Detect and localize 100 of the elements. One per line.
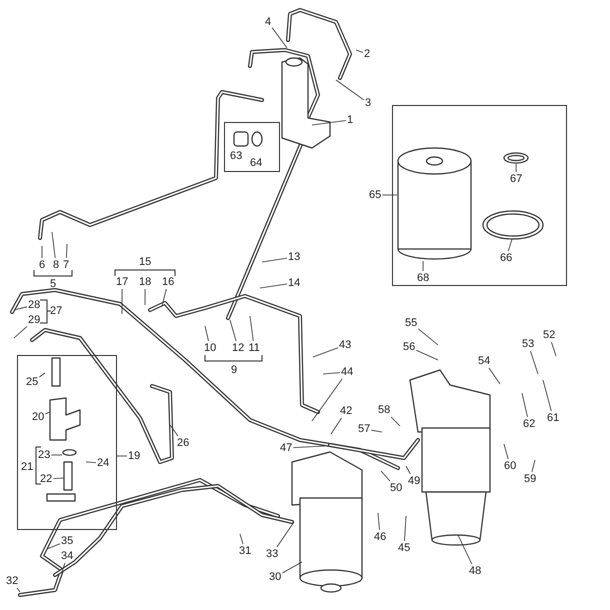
callout-number: 49 <box>408 475 420 487</box>
callout-number: 34 <box>61 550 74 562</box>
leader-line <box>272 27 288 48</box>
leader-line <box>276 522 294 548</box>
leader-line <box>144 288 146 306</box>
leader-line <box>170 424 178 436</box>
leader-line <box>418 328 438 346</box>
leader-line <box>52 478 64 479</box>
callout-number: 53 <box>522 338 534 350</box>
leader-line <box>52 232 56 258</box>
callout-number: 32 <box>6 575 18 587</box>
leader-line <box>378 512 380 530</box>
callout-number: 26 <box>177 437 190 449</box>
leader-line <box>62 562 66 572</box>
leader-line <box>44 412 50 414</box>
leader-line <box>542 380 552 412</box>
callout-number: 19 <box>128 450 140 462</box>
leader-line <box>322 372 340 374</box>
leader-line <box>406 466 411 474</box>
callout-number: 33 <box>266 548 278 560</box>
leader-line <box>330 418 342 434</box>
callout-number: 4 <box>265 16 272 28</box>
callout-number: 46 <box>374 531 386 543</box>
callout-number: 14 <box>288 277 300 289</box>
leader-line <box>516 164 517 172</box>
callout-number: 50 <box>390 482 402 494</box>
leader-line <box>38 372 46 378</box>
callout-number: 35 <box>61 535 74 547</box>
callout-number: 57 <box>358 423 370 435</box>
leader-line <box>504 444 509 460</box>
callout-number: 63 <box>230 150 242 162</box>
leader-line <box>532 460 536 472</box>
leader-line <box>404 516 406 542</box>
callout-number: 27 <box>50 305 62 317</box>
leader-line <box>86 462 96 463</box>
callout-number: 21 <box>21 461 34 473</box>
callout-number: 42 <box>340 405 352 417</box>
leader-line <box>162 288 167 306</box>
callout-number: 18 <box>139 276 152 288</box>
inset-panel <box>392 105 567 286</box>
callout-number: 64 <box>250 157 262 169</box>
filter-element-drawing <box>397 147 472 261</box>
callout-number: 28 <box>28 299 40 311</box>
leader-line <box>422 260 424 272</box>
leader-line <box>312 120 346 126</box>
leader-line <box>50 454 62 456</box>
leader-line <box>336 80 364 100</box>
callout-number: 5 <box>50 278 56 290</box>
leader-line <box>370 430 382 432</box>
leader-line <box>292 446 326 448</box>
callout-number: 62 <box>523 418 536 430</box>
leader-line <box>312 347 338 358</box>
callout-number: 48 <box>469 565 482 577</box>
leader-line <box>260 284 288 288</box>
inset-panel <box>17 355 117 530</box>
callout-number: 11 <box>248 342 260 354</box>
callout-number: 8 <box>53 259 60 271</box>
leader-line <box>312 378 342 422</box>
callout-number: 52 <box>543 329 556 341</box>
leader-line <box>204 326 209 342</box>
leader-line <box>66 244 68 258</box>
leader-line <box>390 416 400 426</box>
leader-line <box>488 368 500 384</box>
callout-number: 31 <box>239 545 252 557</box>
callout-number: 44 <box>341 366 354 378</box>
callout-number: 58 <box>378 404 390 416</box>
callout-number: 22 <box>40 473 52 485</box>
callout-number: 17 <box>116 276 128 288</box>
callout-number: 67 <box>510 173 522 185</box>
leader-line <box>380 470 390 482</box>
leader-line <box>356 50 364 53</box>
leader-line <box>551 342 556 356</box>
callout-number: 66 <box>500 252 512 264</box>
callout-number: 13 <box>288 251 300 263</box>
callout-number: 47 <box>280 442 292 454</box>
leader-line <box>240 534 244 544</box>
leader-line <box>46 543 60 550</box>
callout-number: 30 <box>269 571 282 583</box>
callout-number: 15 <box>139 256 152 268</box>
callout-number: 1 <box>347 114 354 126</box>
callout-number: 54 <box>478 355 490 367</box>
leader-line <box>14 306 28 310</box>
leader-line <box>262 258 288 262</box>
callout-number: 56 <box>403 341 416 353</box>
callout-number: 23 <box>38 449 50 461</box>
callout-number: 45 <box>398 542 410 554</box>
o-ring-drawing <box>503 152 529 164</box>
callout-number: 60 <box>504 460 516 472</box>
inset-panel <box>224 122 280 172</box>
callout-number: 6 <box>39 259 46 271</box>
leader-line <box>230 320 236 342</box>
callout-number: 16 <box>162 276 174 288</box>
callout-number: 12 <box>232 342 244 354</box>
callout-number: 7 <box>63 259 70 271</box>
leader-line <box>458 534 472 564</box>
leader-line <box>508 238 512 252</box>
leader-line <box>530 350 538 374</box>
leader-line <box>522 392 528 418</box>
leader-line <box>250 316 254 342</box>
callout-number: 10 <box>204 342 216 354</box>
